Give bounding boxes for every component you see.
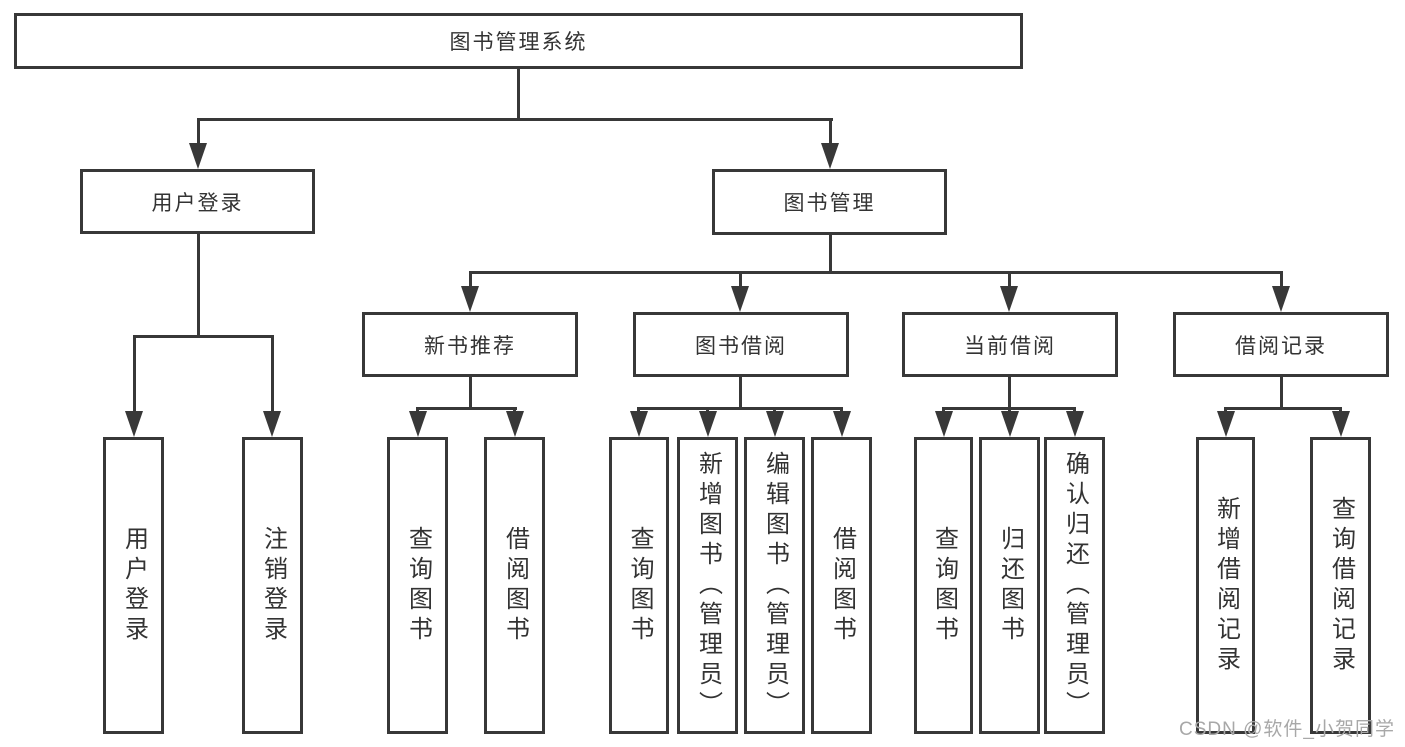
- node-leaf-br-query-record: 查询借阅记录: [1310, 437, 1371, 734]
- arrow-down-icon: [409, 411, 427, 437]
- node-current-borrowing: 当前借阅: [902, 312, 1118, 377]
- connector-line: [133, 335, 136, 413]
- arrow-down-icon: [1066, 411, 1084, 437]
- connector-line: [829, 235, 832, 273]
- arrow-down-icon: [263, 411, 281, 437]
- node-leaf-nb-borrow-books: 借阅图书: [484, 437, 545, 734]
- node-leaf-br-add-record: 新增借阅记录: [1196, 437, 1255, 734]
- csdn-watermark: CSDN @软件_小贺同学: [1179, 719, 1395, 740]
- connector-line: [197, 118, 833, 121]
- arrow-down-icon: [506, 411, 524, 437]
- node-leaf-bb-borrow-books: 借阅图书: [811, 437, 872, 734]
- arrow-down-icon: [1000, 286, 1018, 312]
- connector-line: [1224, 407, 1342, 410]
- connector-line: [637, 407, 843, 410]
- connector-line: [197, 234, 200, 336]
- connector-line: [197, 118, 200, 146]
- arrow-down-icon: [189, 143, 207, 169]
- connector-line: [517, 69, 520, 120]
- node-library-management-system: 图书管理系统: [14, 13, 1023, 69]
- node-leaf-bb-edit-books-admin: 编辑图书（管理员）: [744, 437, 805, 734]
- node-user-login: 用户登录: [80, 169, 315, 234]
- connector-line: [469, 377, 472, 408]
- node-leaf-user-login: 用户登录: [103, 437, 164, 734]
- arrow-down-icon: [1217, 411, 1235, 437]
- arrow-down-icon: [1272, 286, 1290, 312]
- arrow-down-icon: [125, 411, 143, 437]
- arrow-down-icon: [630, 411, 648, 437]
- connector-line: [133, 335, 274, 338]
- node-leaf-cb-return-books: 归还图书: [979, 437, 1040, 734]
- node-book-management: 图书管理: [712, 169, 947, 235]
- connector-line: [829, 118, 832, 146]
- connector-line: [739, 271, 742, 290]
- node-leaf-cb-query-books: 查询图书: [914, 437, 973, 734]
- connector-line: [1280, 271, 1283, 290]
- connector-line: [416, 407, 517, 410]
- connector-line: [1280, 377, 1283, 408]
- arrow-down-icon: [935, 411, 953, 437]
- node-new-book-recommend: 新书推荐: [362, 312, 578, 377]
- arrow-down-icon: [833, 411, 851, 437]
- arrow-down-icon: [699, 411, 717, 437]
- connector-line: [271, 335, 274, 413]
- arrow-down-icon: [1001, 411, 1019, 437]
- node-book-borrowing: 图书借阅: [633, 312, 849, 377]
- node-leaf-bb-query-books: 查询图书: [609, 437, 669, 734]
- node-leaf-nb-query-books: 查询图书: [387, 437, 448, 734]
- node-leaf-logout: 注销登录: [242, 437, 303, 734]
- connector-line: [469, 271, 472, 290]
- connector-line: [739, 377, 742, 408]
- arrow-down-icon: [766, 411, 784, 437]
- node-leaf-cb-confirm-return-admin: 确认归还（管理员）: [1044, 437, 1105, 734]
- connector-line: [469, 271, 1283, 274]
- node-borrow-records: 借阅记录: [1173, 312, 1389, 377]
- connector-line: [1008, 271, 1011, 290]
- arrow-down-icon: [821, 143, 839, 169]
- arrow-down-icon: [1332, 411, 1350, 437]
- connector-line: [1008, 377, 1011, 408]
- node-leaf-bb-add-books-admin: 新增图书（管理员）: [677, 437, 738, 734]
- arrow-down-icon: [731, 286, 749, 312]
- arrow-down-icon: [461, 286, 479, 312]
